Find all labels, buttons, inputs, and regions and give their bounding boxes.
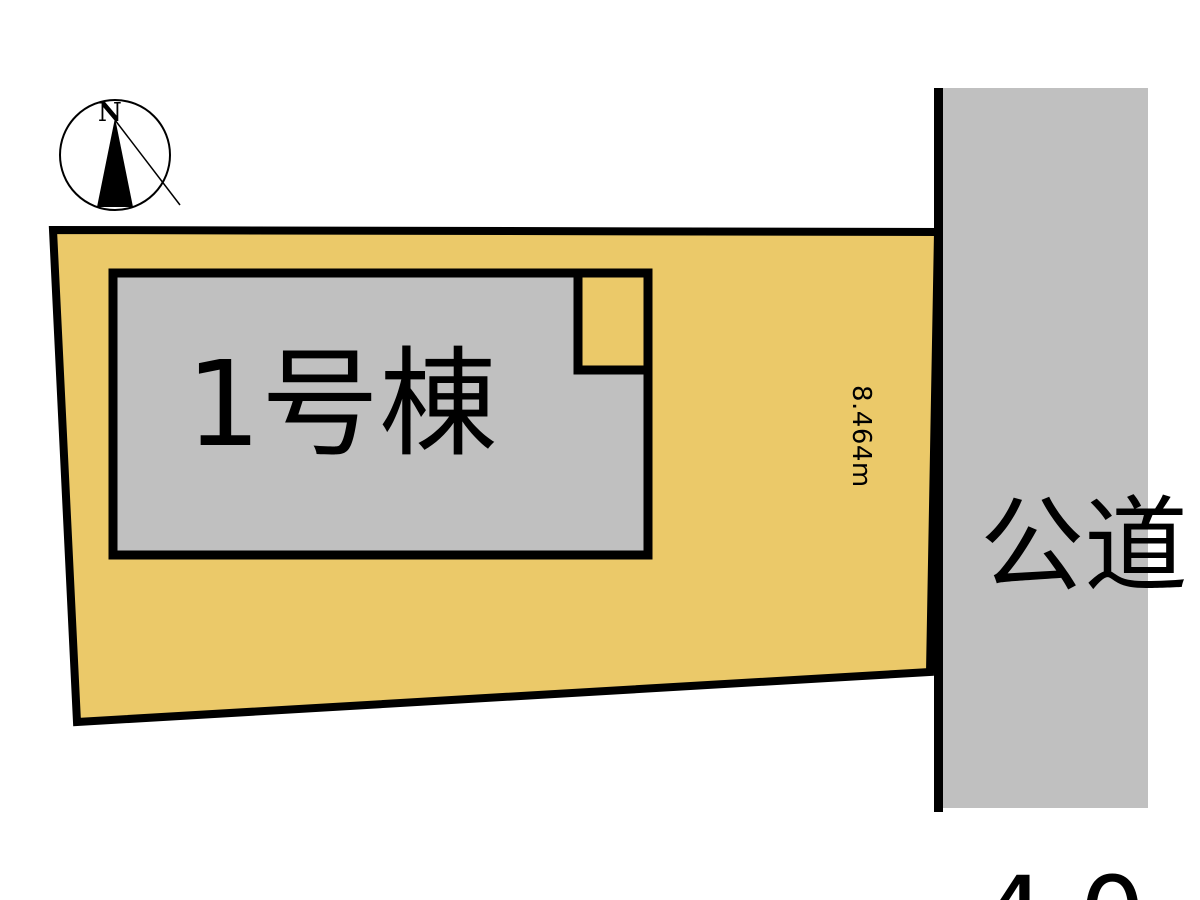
building-label: 1号棟	[186, 335, 498, 473]
frontage-dimension-label: 8.464m	[846, 385, 876, 488]
compass-tail-line	[114, 119, 181, 206]
public-road-label-line-1: 公道	[980, 485, 1189, 608]
public-road-label-line-2: 4.0	[980, 854, 1145, 900]
building-notch	[573, 268, 653, 375]
compass-north-label: N	[98, 98, 122, 128]
public-road-area	[940, 88, 1148, 808]
public-road-label: 公道 4.0 m	[980, 240, 1189, 900]
compass-north-needle	[97, 118, 133, 207]
compass-rose	[59, 99, 181, 211]
